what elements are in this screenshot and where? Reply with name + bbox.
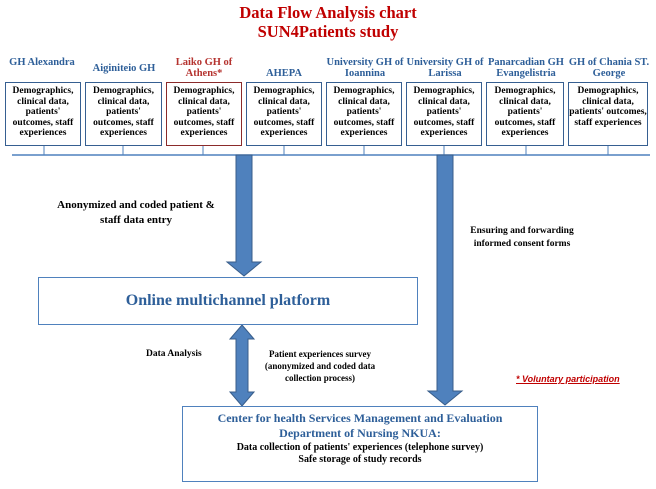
label-anonymized-data-entry: Anonymized and coded patient & staff dat… — [57, 199, 215, 226]
hospital-box-ahepa: Demographics, clinical data, patients' o… — [246, 82, 322, 146]
note-voluntary-participation: * Voluntary participation — [516, 374, 620, 384]
hospital-box-chania: Demographics, clinical data, patients' o… — [568, 82, 648, 146]
center-nkua-box: Center for health Services Management an… — [182, 406, 538, 482]
hospital-box-larissa: Demographics, clinical data, patients' o… — [406, 82, 482, 146]
hospital-name-panarcadian: Panarcadian GH Evangelistria — [488, 57, 564, 79]
hospital-box-alexandra: Demographics, clinical data, patients' o… — [5, 82, 81, 146]
label-consent-forms: Ensuring and forwarding informed consent… — [470, 226, 574, 249]
hospital-box-panarcadian: Demographics, clinical data, patients' o… — [486, 82, 564, 146]
chart-subtitle: SUN4Patients study — [257, 22, 399, 41]
hospital-box-aiginiteio: Demographics, clinical data, patients' o… — [85, 82, 162, 146]
center-line-collection: Data collection of patients' experiences… — [236, 442, 484, 453]
hospital-box-laiko: Demographics, clinical data, patients' o… — [166, 82, 242, 146]
hospital-name-ioannina: University GH of Ioannina — [326, 57, 404, 79]
arrow-consent-to-center — [426, 154, 464, 406]
arrow-to-platform — [225, 154, 263, 277]
online-platform-box: Online multichannel platform — [38, 277, 418, 325]
hospital-box-ioannina: Demographics, clinical data, patients' o… — [326, 82, 402, 146]
double-arrow-platform-center — [228, 324, 256, 407]
hospital-name-laiko: Laiko GH of Athens* — [175, 57, 233, 79]
online-platform-label: Online multichannel platform — [125, 292, 331, 309]
center-title: Center for health Services Management an… — [217, 411, 503, 440]
label-patient-survey: Patient experiences survey (anonymized a… — [264, 349, 376, 383]
center-line-storage: Safe storage of study records — [298, 454, 422, 465]
hospital-name-ahepa: AHEPA — [266, 68, 302, 79]
hospital-name-alexandra: GH Alexandra — [9, 57, 75, 68]
hospital-name-larissa: University GH of Larissa — [406, 57, 484, 79]
hospital-name-aiginiteio: Aiginiteio GH — [92, 63, 156, 74]
hospital-name-chania: GH of Chania ST. George — [568, 57, 650, 79]
label-data-analysis: Data Analysis — [146, 349, 202, 359]
chart-title: Data Flow Analysis chart — [239, 3, 417, 22]
